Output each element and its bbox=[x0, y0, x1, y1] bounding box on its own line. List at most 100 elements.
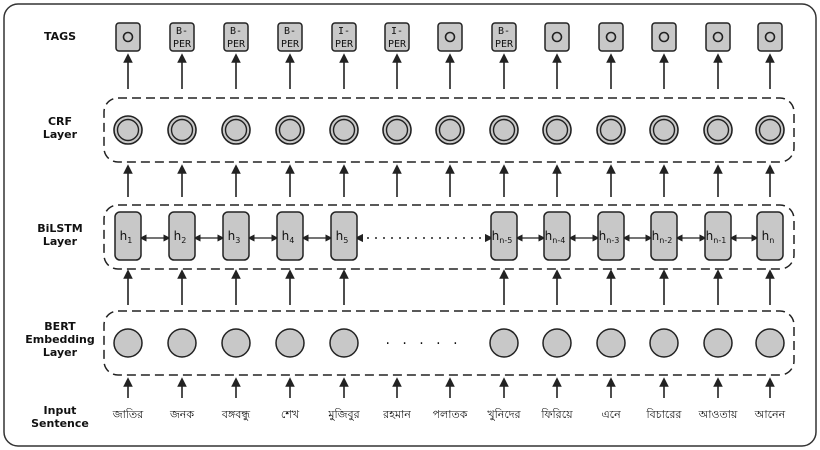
hidden-state-label: h1 bbox=[120, 229, 133, 245]
crf-node-inner bbox=[438, 118, 462, 142]
hidden-state-sub: n-4 bbox=[552, 236, 565, 245]
hidden-state-sub: 3 bbox=[235, 236, 240, 245]
tag-o-mark bbox=[551, 31, 563, 43]
label-tags: TAGS bbox=[44, 30, 76, 43]
tag-type: PER bbox=[495, 39, 514, 50]
hidden-state-label: h2 bbox=[174, 229, 187, 245]
crf-node-inner bbox=[224, 118, 248, 142]
crf-layer-box bbox=[103, 97, 795, 163]
input-word: মুজিবুর bbox=[327, 408, 360, 421]
tag-box bbox=[331, 22, 357, 52]
input-word: এনে bbox=[601, 408, 621, 421]
bilstm-cell bbox=[330, 211, 358, 261]
hidden-state-label: h4 bbox=[282, 229, 295, 245]
bilstm-cell bbox=[490, 211, 518, 261]
hidden-state-sub: 2 bbox=[181, 236, 186, 245]
tag-box bbox=[169, 22, 195, 52]
input-word: খুনিদের bbox=[487, 408, 521, 421]
input-word: রহমান bbox=[382, 408, 411, 421]
outer-frame bbox=[3, 3, 817, 447]
crf-node-inner bbox=[545, 118, 569, 142]
tag-box bbox=[757, 22, 783, 52]
crf-node-inner bbox=[652, 118, 676, 142]
hidden-state-base: h bbox=[706, 229, 714, 243]
hidden-state-sub: n-1 bbox=[713, 236, 726, 245]
bilstm-cell bbox=[650, 211, 678, 261]
hidden-state-base: h bbox=[228, 229, 236, 243]
bert-node bbox=[329, 328, 359, 358]
crf-node-inner bbox=[599, 118, 623, 142]
nodes: h1জাতিরB-PERh2জনকB-PERh3বঙ্গবন্ধুB-PERh4… bbox=[112, 22, 786, 421]
input-word: বিচারের bbox=[646, 408, 683, 421]
tag-type: PER bbox=[388, 39, 407, 50]
input-word: ফিরিয়ে bbox=[540, 408, 573, 421]
tag-box bbox=[651, 22, 677, 52]
bilstm-cell bbox=[704, 211, 732, 261]
hidden-state-label: hn-5 bbox=[492, 229, 513, 245]
tag-box bbox=[115, 22, 141, 52]
bert-layer-box bbox=[103, 310, 795, 376]
bilstm-cell bbox=[168, 211, 196, 261]
input-word: শেখ bbox=[281, 408, 300, 421]
bert-node bbox=[755, 328, 785, 358]
bilstm-cell bbox=[543, 211, 571, 261]
hidden-state-label: hn-1 bbox=[706, 229, 727, 245]
input-word: জাতির bbox=[112, 408, 144, 421]
hidden-state-base: h bbox=[545, 229, 553, 243]
crf-node-inner bbox=[116, 118, 140, 142]
tag-prefix: B- bbox=[176, 26, 188, 37]
hidden-state-label: hn bbox=[762, 229, 775, 245]
tag-box bbox=[598, 22, 624, 52]
tag-type: PER bbox=[227, 39, 246, 50]
input-word: বঙ্গবন্ধু bbox=[221, 408, 251, 421]
hidden-state-label: hn-4 bbox=[545, 229, 566, 245]
bilstm-cell bbox=[756, 211, 784, 261]
bert-node bbox=[489, 328, 519, 358]
tag-box bbox=[277, 22, 303, 52]
tag-box bbox=[705, 22, 731, 52]
tag-prefix: I- bbox=[338, 26, 350, 37]
bert-node bbox=[221, 328, 251, 358]
tag-o-mark bbox=[122, 31, 134, 43]
hidden-state-base: h bbox=[762, 229, 770, 243]
crf-node-inner bbox=[706, 118, 730, 142]
bilstm-cell bbox=[276, 211, 304, 261]
hidden-state-sub: n-5 bbox=[499, 236, 512, 245]
tag-o-mark bbox=[444, 31, 456, 43]
tag-box bbox=[384, 22, 410, 52]
bert-node bbox=[113, 328, 143, 358]
hidden-state-sub: 5 bbox=[343, 236, 348, 245]
bert-node bbox=[275, 328, 305, 358]
tag-prefix: B- bbox=[498, 26, 510, 37]
hidden-state-sub: n-2 bbox=[659, 236, 672, 245]
hidden-state-base: h bbox=[492, 229, 500, 243]
input-word: পলাতক bbox=[433, 408, 468, 421]
tag-o-mark bbox=[712, 31, 724, 43]
crf-node-inner bbox=[332, 118, 356, 142]
layer-groups bbox=[103, 97, 795, 376]
hidden-state-base: h bbox=[652, 229, 660, 243]
bert-ellipsis: · · · · · bbox=[385, 336, 461, 352]
bert-node bbox=[596, 328, 626, 358]
bert-node bbox=[649, 328, 679, 358]
label-crf-1: Layer bbox=[43, 128, 78, 141]
arrows bbox=[123, 53, 775, 398]
bilstm-layer-box bbox=[103, 204, 795, 270]
crf-node-inner bbox=[758, 118, 782, 142]
label-input-0: Input bbox=[44, 404, 77, 417]
input-word: আনেন bbox=[754, 408, 786, 421]
tag-type: PER bbox=[335, 39, 354, 50]
tag-prefix: B- bbox=[284, 26, 296, 37]
input-word: আওতায় bbox=[698, 408, 738, 421]
tag-box bbox=[544, 22, 570, 52]
hidden-state-base: h bbox=[599, 229, 607, 243]
bilstm-cell bbox=[114, 211, 142, 261]
hidden-state-sub: n bbox=[769, 236, 774, 245]
hidden-state-base: h bbox=[282, 229, 290, 243]
crf-node-inner bbox=[278, 118, 302, 142]
tag-box bbox=[491, 22, 517, 52]
label-bert-0: BERT bbox=[44, 320, 76, 333]
hidden-state-sub: 4 bbox=[289, 236, 294, 245]
hidden-state-label: h3 bbox=[228, 229, 241, 245]
